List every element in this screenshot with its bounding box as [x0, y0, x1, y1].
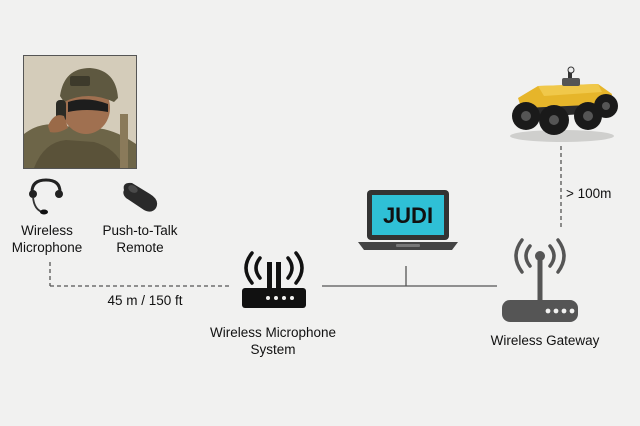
push-to-talk-remote-label: Push-to-Talk Remote	[102, 223, 178, 255]
ground-robot-icon	[510, 66, 618, 142]
push-to-talk-remote-icon	[123, 182, 158, 212]
laptop-icon: JUDI	[358, 190, 458, 250]
laptop-screen-text: JUDI	[383, 203, 433, 228]
wireless-microphone-system-label: Wireless Microphone System	[209, 325, 337, 357]
wireless-transmitter-icon	[242, 251, 306, 308]
wireless-gateway-label: Wireless Gateway	[490, 333, 600, 348]
distance-label-long: > 100m	[566, 186, 612, 201]
soldier-photo	[23, 55, 137, 169]
headset-microphone-icon	[29, 178, 63, 215]
wireless-microphone-label: Wireless Microphone	[11, 223, 83, 255]
distance-label-short: 45 m / 150 ft	[107, 293, 183, 308]
wireless-router-icon	[502, 238, 578, 322]
